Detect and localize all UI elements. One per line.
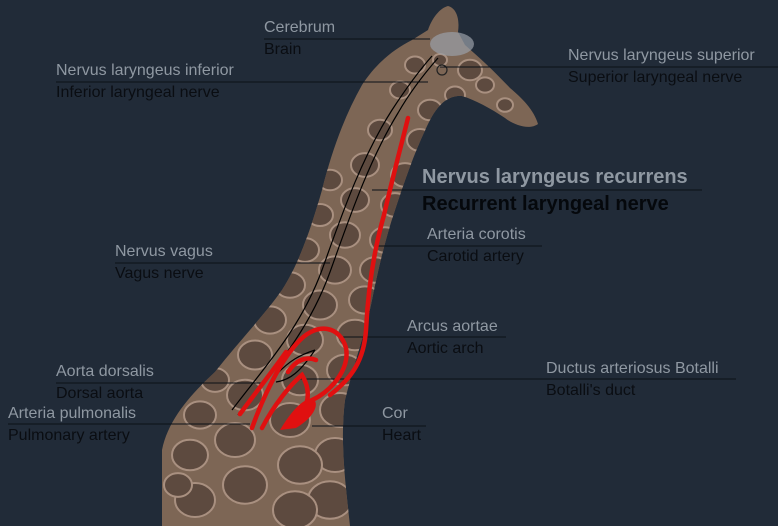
- pulmonary-latin-label: Arteria pulmonalis: [8, 406, 136, 422]
- spot-patch: [418, 100, 442, 120]
- spot-patch: [275, 272, 305, 298]
- spot-patch: [223, 466, 267, 503]
- recurrens-english-label: Recurrent laryngeal nerve: [422, 194, 669, 214]
- cerebrum-english-label: Brain: [264, 42, 301, 58]
- spot-patch: [390, 82, 410, 99]
- spot-patch: [433, 54, 447, 66]
- spot-patch: [497, 98, 513, 112]
- vagus-latin-label: Nervus vagus: [115, 244, 213, 260]
- dorsal-english-label: Dorsal aorta: [56, 386, 143, 402]
- superior-english-label: Superior laryngeal nerve: [568, 70, 742, 86]
- spot-patch: [318, 170, 342, 190]
- spot-patch: [278, 446, 322, 483]
- spot-patch: [476, 77, 494, 92]
- spot-patch: [172, 440, 208, 471]
- spot-patch: [291, 238, 319, 262]
- spot-patch: [201, 368, 229, 392]
- spot-patch: [320, 393, 360, 427]
- spot-patch: [407, 129, 433, 151]
- cerebrum-latin-label: Cerebrum: [264, 20, 335, 36]
- heart-english-label: Heart: [382, 428, 421, 444]
- arch-latin-label: Arcus aortae: [407, 319, 498, 335]
- spot-patch: [319, 256, 351, 283]
- heart-latin-label: Cor: [382, 406, 408, 422]
- botalli-latin-label: Ductus arteriosus Botalli: [546, 361, 719, 377]
- spot-patch: [405, 57, 425, 74]
- pulmonary-english-label: Pulmonary artery: [8, 428, 130, 444]
- spot-patch: [307, 204, 333, 226]
- arch-english-label: Aortic arch: [407, 341, 483, 357]
- inferior-latin-label: Nervus laryngeus inferior: [56, 63, 234, 79]
- spot-patch: [349, 286, 381, 313]
- spot-patch: [445, 87, 465, 104]
- brain-shape: [430, 32, 474, 56]
- spot-patch: [215, 423, 255, 457]
- inferior-english-label: Inferior laryngeal nerve: [56, 85, 220, 101]
- recurrens-latin-label: Nervus laryngeus recurrens: [422, 167, 688, 187]
- carotid-english-label: Carotid artery: [427, 249, 524, 265]
- spot-patch: [458, 60, 482, 80]
- spot-patch: [273, 491, 317, 526]
- spot-patch: [254, 306, 286, 333]
- vagus-english-label: Vagus nerve: [115, 266, 204, 282]
- superior-latin-label: Nervus laryngeus superior: [568, 48, 755, 64]
- botalli-english-label: Botalli's duct: [546, 383, 635, 399]
- carotid-latin-label: Arteria corotis: [427, 227, 526, 243]
- dorsal-latin-label: Aorta dorsalis: [56, 364, 154, 380]
- spot-patch: [164, 473, 192, 497]
